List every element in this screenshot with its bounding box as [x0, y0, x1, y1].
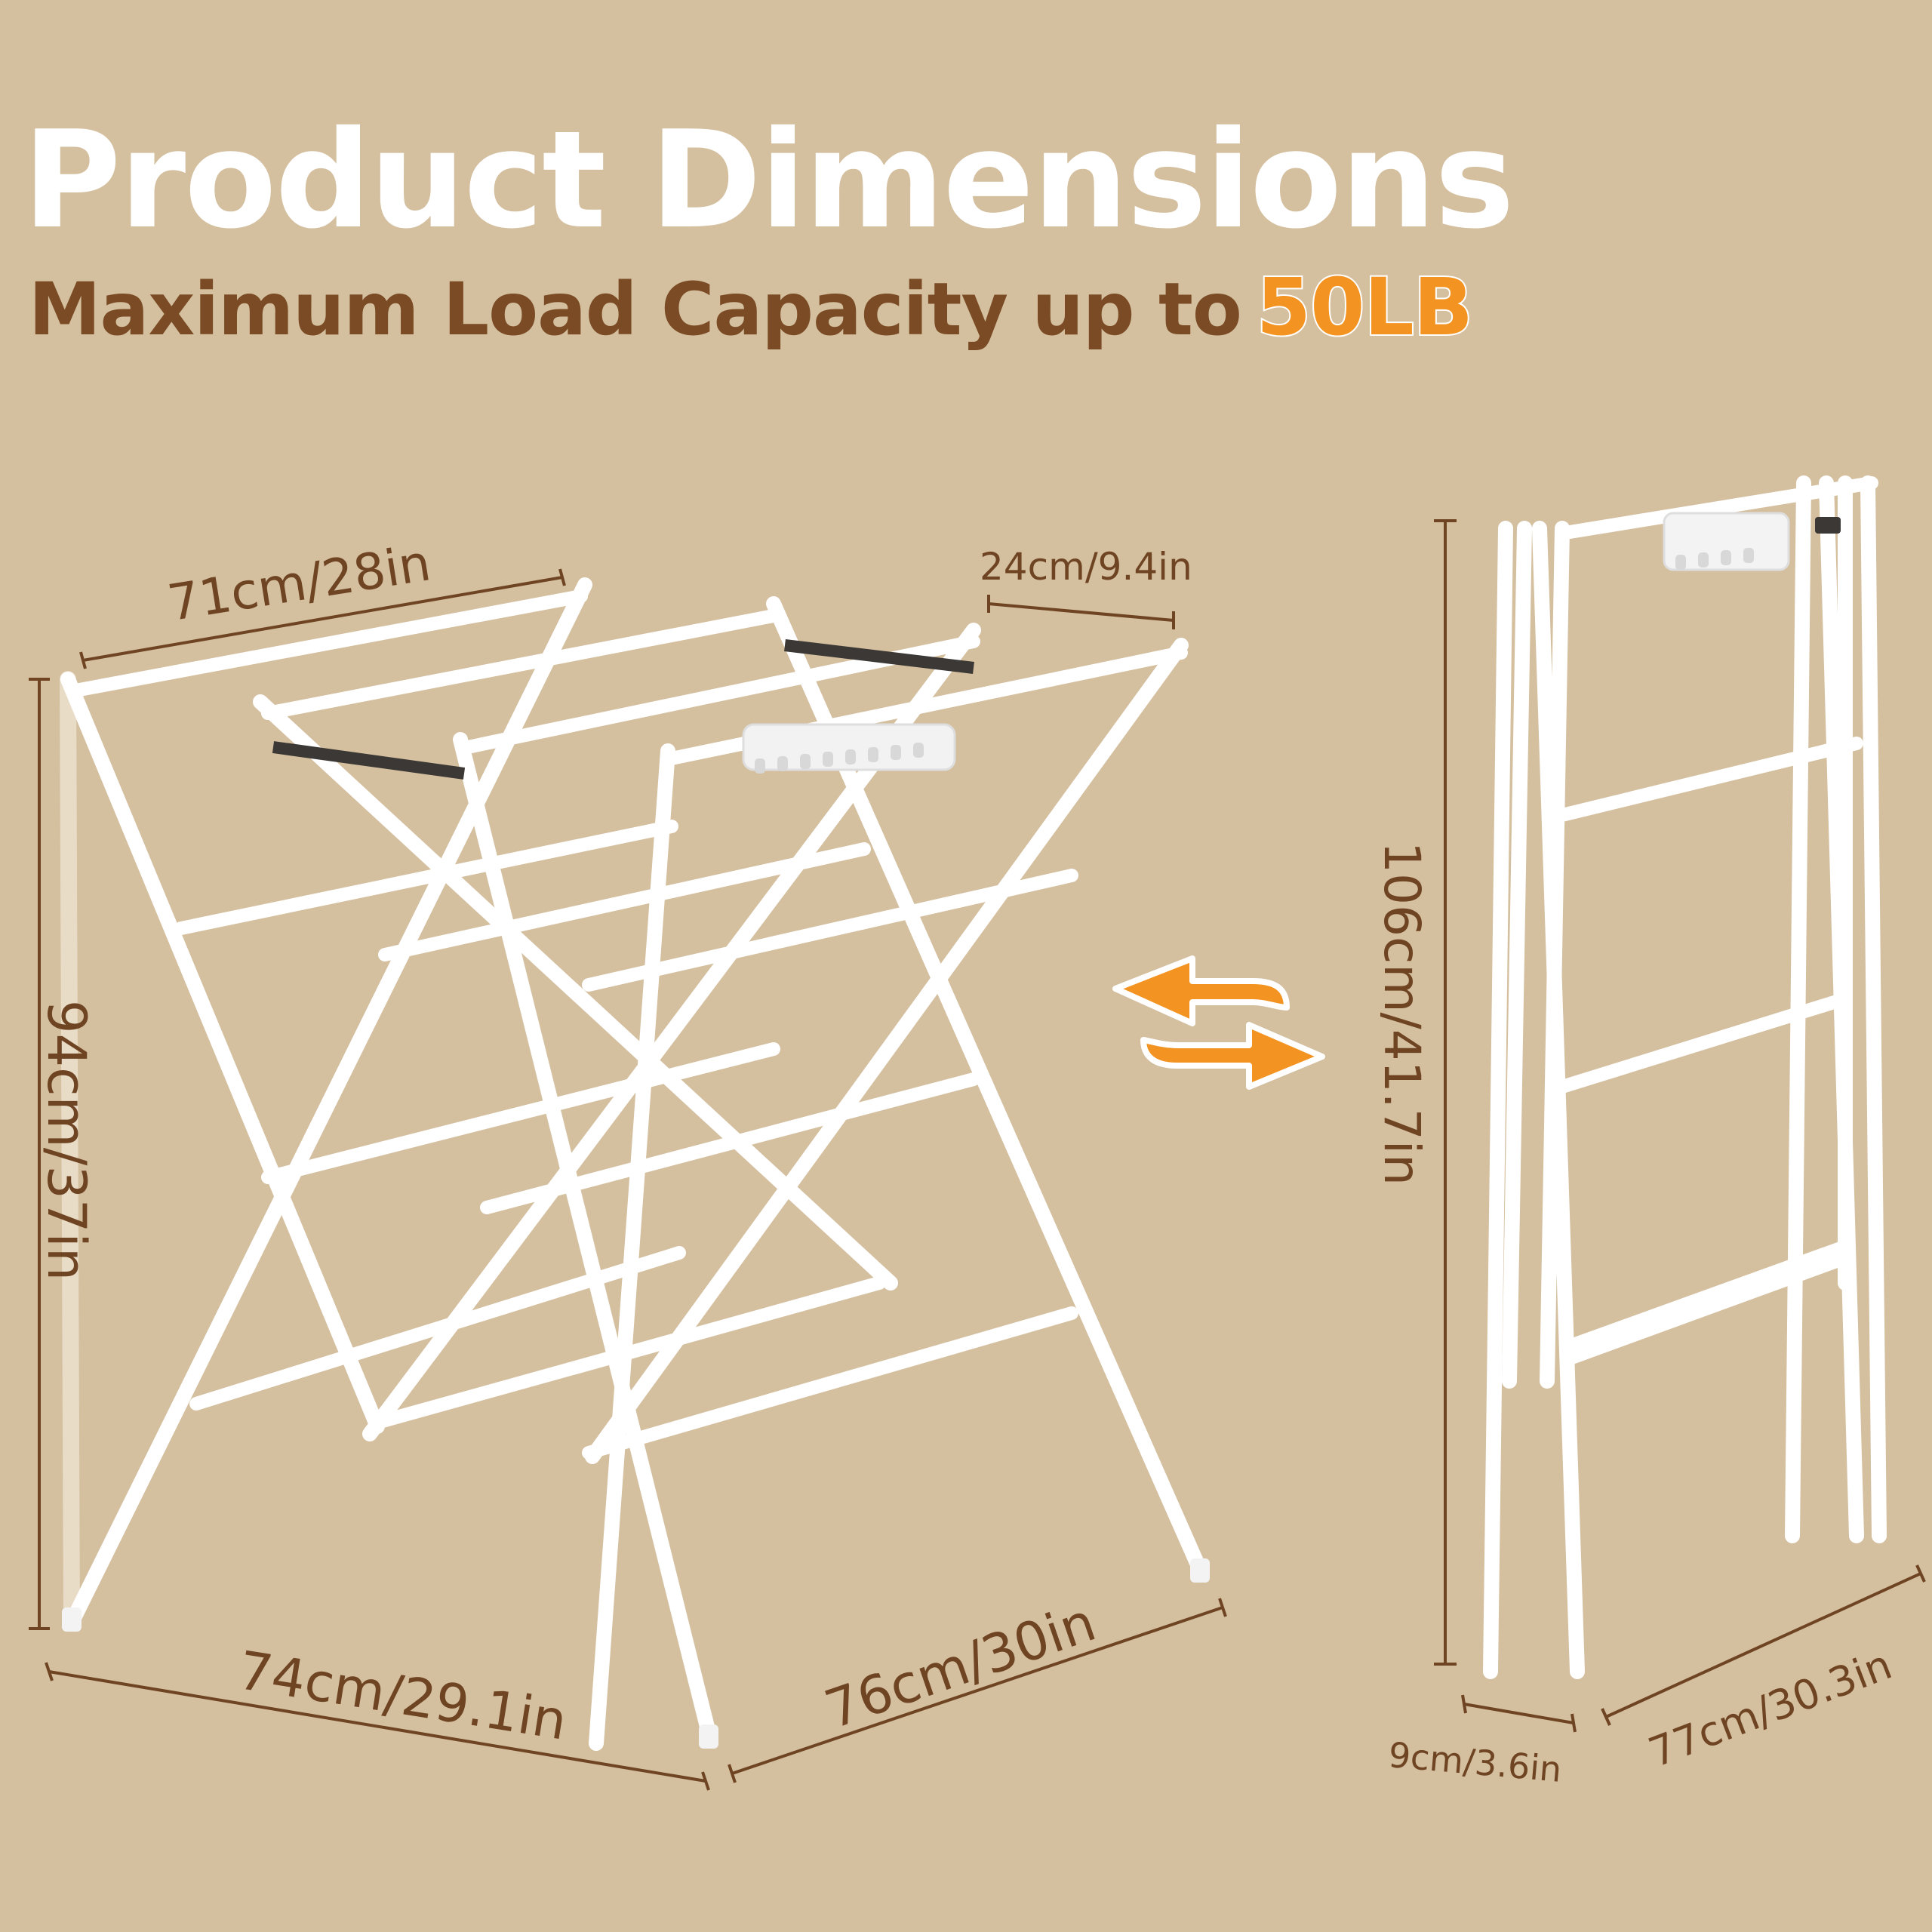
height-label: 94cm/37in: [35, 1000, 97, 1281]
top-width-label: 24cm/9.4in: [980, 545, 1192, 589]
folded-rack-illustration: [1434, 475, 1926, 1733]
page-title: Product Dimensions: [23, 102, 1515, 258]
expanded-rack-illustration: [29, 568, 1227, 1791]
load-capacity-text: Maximum Load Capacity up to: [29, 267, 1242, 352]
load-capacity-value: 50LB: [1255, 261, 1475, 353]
folded-height-label: 106cm/41.7in: [1373, 841, 1431, 1186]
